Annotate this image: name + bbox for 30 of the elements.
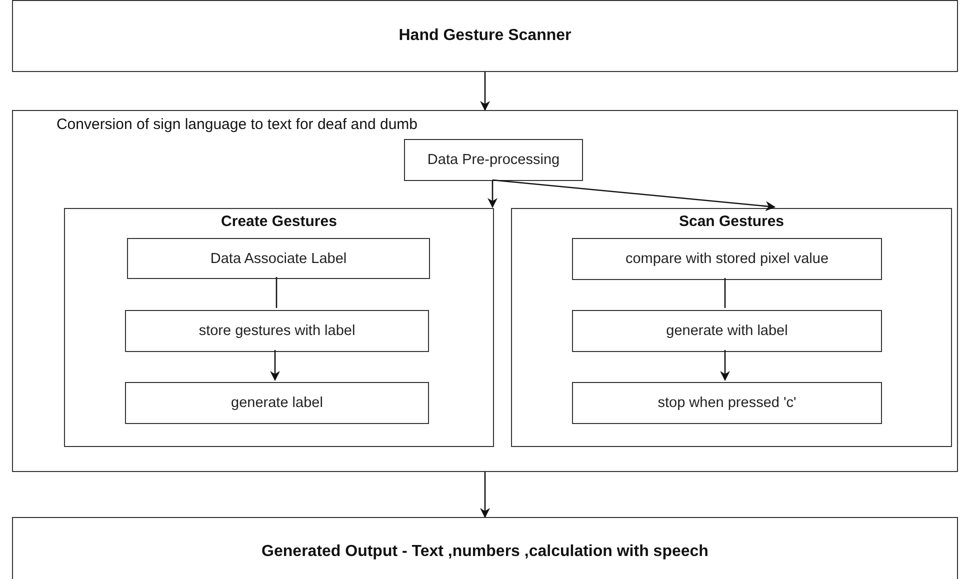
node-label: Hand Gesture Scanner (398, 26, 572, 46)
process-box (572, 310, 882, 352)
arrow (480, 472, 490, 518)
process-box (572, 382, 882, 424)
process-box (12, 517, 958, 579)
process-box (125, 382, 429, 424)
process-box (125, 310, 429, 352)
node-label: Data Associate Label (210, 250, 347, 268)
arrow (480, 72, 490, 111)
process-box (404, 139, 583, 181)
arrow (270, 350, 280, 381)
node-label: Create Gestures (220, 212, 338, 232)
node-label: compare with stored pixel value (625, 250, 829, 268)
arrow (720, 350, 730, 381)
process-box (572, 238, 882, 280)
arrow (488, 180, 498, 208)
process-box (127, 238, 430, 279)
node-label: generate with label (666, 322, 788, 340)
process-box (12, 0, 958, 72)
panel-container (511, 208, 952, 447)
node-label: store gestures with label (198, 322, 356, 340)
node-label: Generated Output - Text ,numbers ,calculation with speech (262, 542, 708, 562)
panel-container (64, 208, 494, 447)
node-label: Data Pre-processing (427, 151, 560, 169)
node-label: stop when pressed 'c' (658, 394, 796, 412)
group-container (12, 110, 958, 472)
node-label: Conversion of sign language to text for deaf and dumb (55, 115, 419, 134)
arrow (492, 179, 776, 212)
node-label: Scan Gestures (678, 212, 786, 232)
node-label: generate label (231, 394, 323, 412)
